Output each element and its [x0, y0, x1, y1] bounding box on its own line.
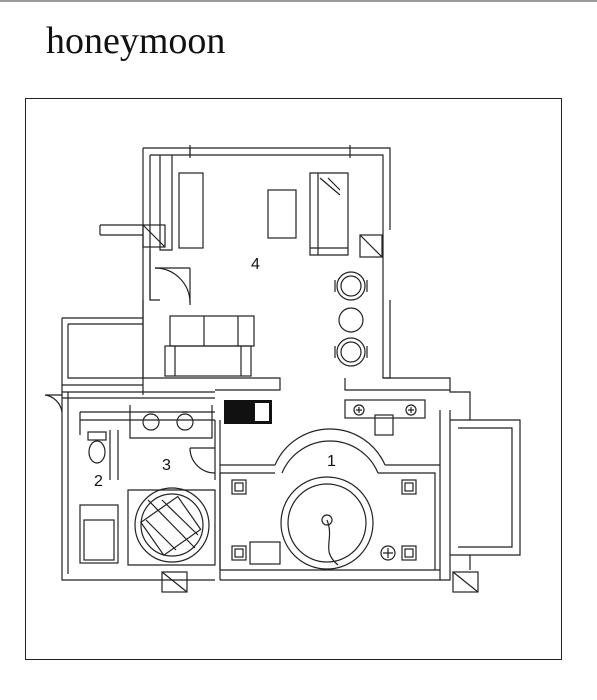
- desk: [344, 399, 426, 436]
- room-1-walls: [219, 410, 451, 581]
- right-balcony: [450, 410, 521, 570]
- left-wing-walls: [44, 317, 215, 581]
- bathroom-walls: [79, 405, 221, 580]
- central-wall: [142, 377, 471, 410]
- kitchen-appliance: [224, 400, 272, 424]
- top-divider: [0, 0, 597, 2]
- room-4-door: [154, 267, 191, 305]
- room-4-furniture: [164, 172, 368, 377]
- room-label-4: 4: [251, 256, 260, 273]
- structural-columns: [142, 224, 479, 593]
- room-label-1: 1: [327, 453, 336, 470]
- round-bathtub: [127, 487, 216, 566]
- room-1-pillars: [231, 479, 417, 565]
- room-label-3: 3: [162, 457, 171, 474]
- page-title: honeymoon: [46, 20, 226, 62]
- floorplan-frame: [25, 98, 562, 660]
- round-bed: [280, 476, 374, 570]
- toilet: [87, 431, 107, 464]
- room-label-2: 2: [94, 473, 103, 490]
